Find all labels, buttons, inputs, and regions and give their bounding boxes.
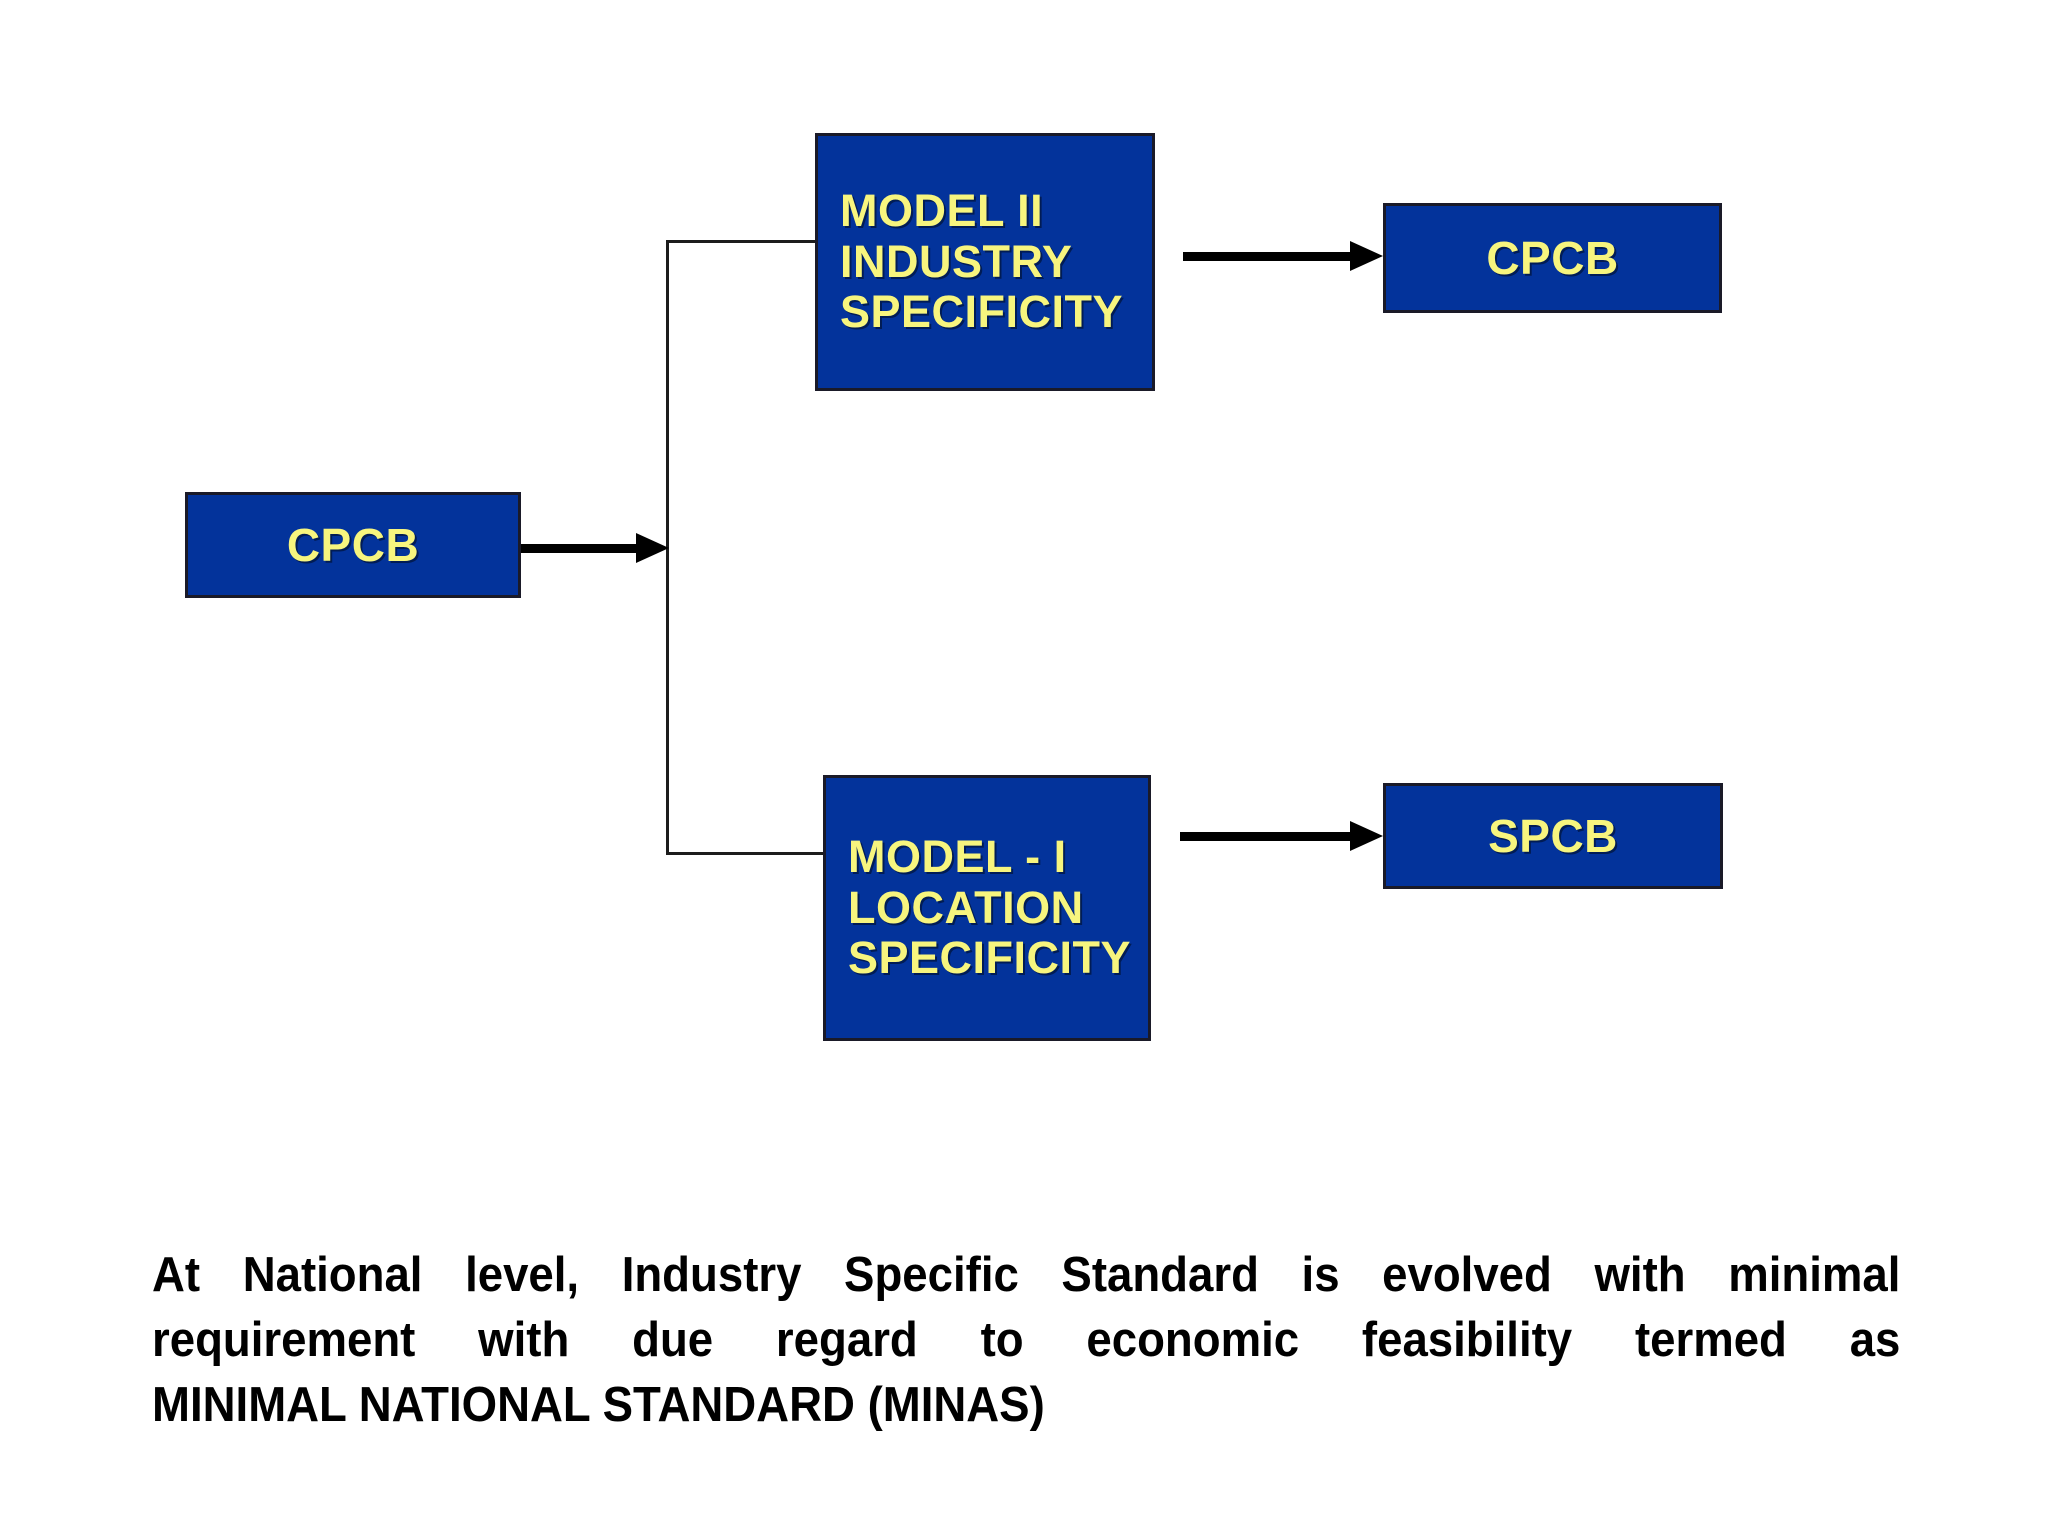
- node-label-line2: INDUSTRY: [840, 235, 1073, 287]
- arrow-shaft: [1183, 252, 1351, 261]
- arrow-shaft: [1180, 832, 1351, 841]
- arrow-head-icon: [1350, 821, 1383, 851]
- arrow-shaft: [521, 544, 637, 553]
- arrow-head-icon: [1350, 241, 1383, 271]
- node-label-line2: LOCATION: [848, 881, 1084, 933]
- arrow-model-two-to-cpcb: [1183, 241, 1383, 271]
- node-cpcb-target[interactable]: CPCB: [1383, 203, 1722, 313]
- branch-line-to-model-two: [666, 240, 818, 243]
- node-label-block: MODEL II INDUSTRY SPECIFICITY: [840, 185, 1124, 338]
- node-label: SPCB: [1488, 810, 1618, 862]
- node-label-line3: SPECIFICITY: [840, 286, 1124, 338]
- arrow-cpcb-to-branch: [521, 533, 669, 563]
- node-label-line1: MODEL II: [840, 185, 1044, 237]
- node-model-one[interactable]: MODEL - I LOCATION SPECIFICITY: [823, 775, 1151, 1041]
- arrow-head-icon: [636, 533, 669, 563]
- node-label: CPCB: [1486, 232, 1619, 284]
- node-model-two[interactable]: MODEL II INDUSTRY SPECIFICITY: [815, 133, 1155, 391]
- caption-line-2: requirement with due regard to economic …: [152, 1313, 1901, 1368]
- arrow-model-one-to-spcb: [1180, 821, 1383, 851]
- node-label-block: MODEL - I LOCATION SPECIFICITY: [848, 831, 1132, 984]
- node-cpcb-source[interactable]: CPCB: [185, 492, 521, 598]
- caption-line-3: MINIMAL NATIONAL STANDARD (MINAS): [152, 1378, 1045, 1433]
- node-spcb-target[interactable]: SPCB: [1383, 783, 1723, 889]
- caption-paragraph: At National level, Industry Specific Sta…: [152, 1243, 1902, 1438]
- node-label-line1: MODEL - I: [848, 831, 1067, 883]
- node-label-line3: SPECIFICITY: [848, 932, 1132, 984]
- branch-line-to-model-one: [666, 852, 826, 855]
- caption-line-1: At National level, Industry Specific Sta…: [152, 1248, 1901, 1302]
- node-label: CPCB: [286, 519, 420, 571]
